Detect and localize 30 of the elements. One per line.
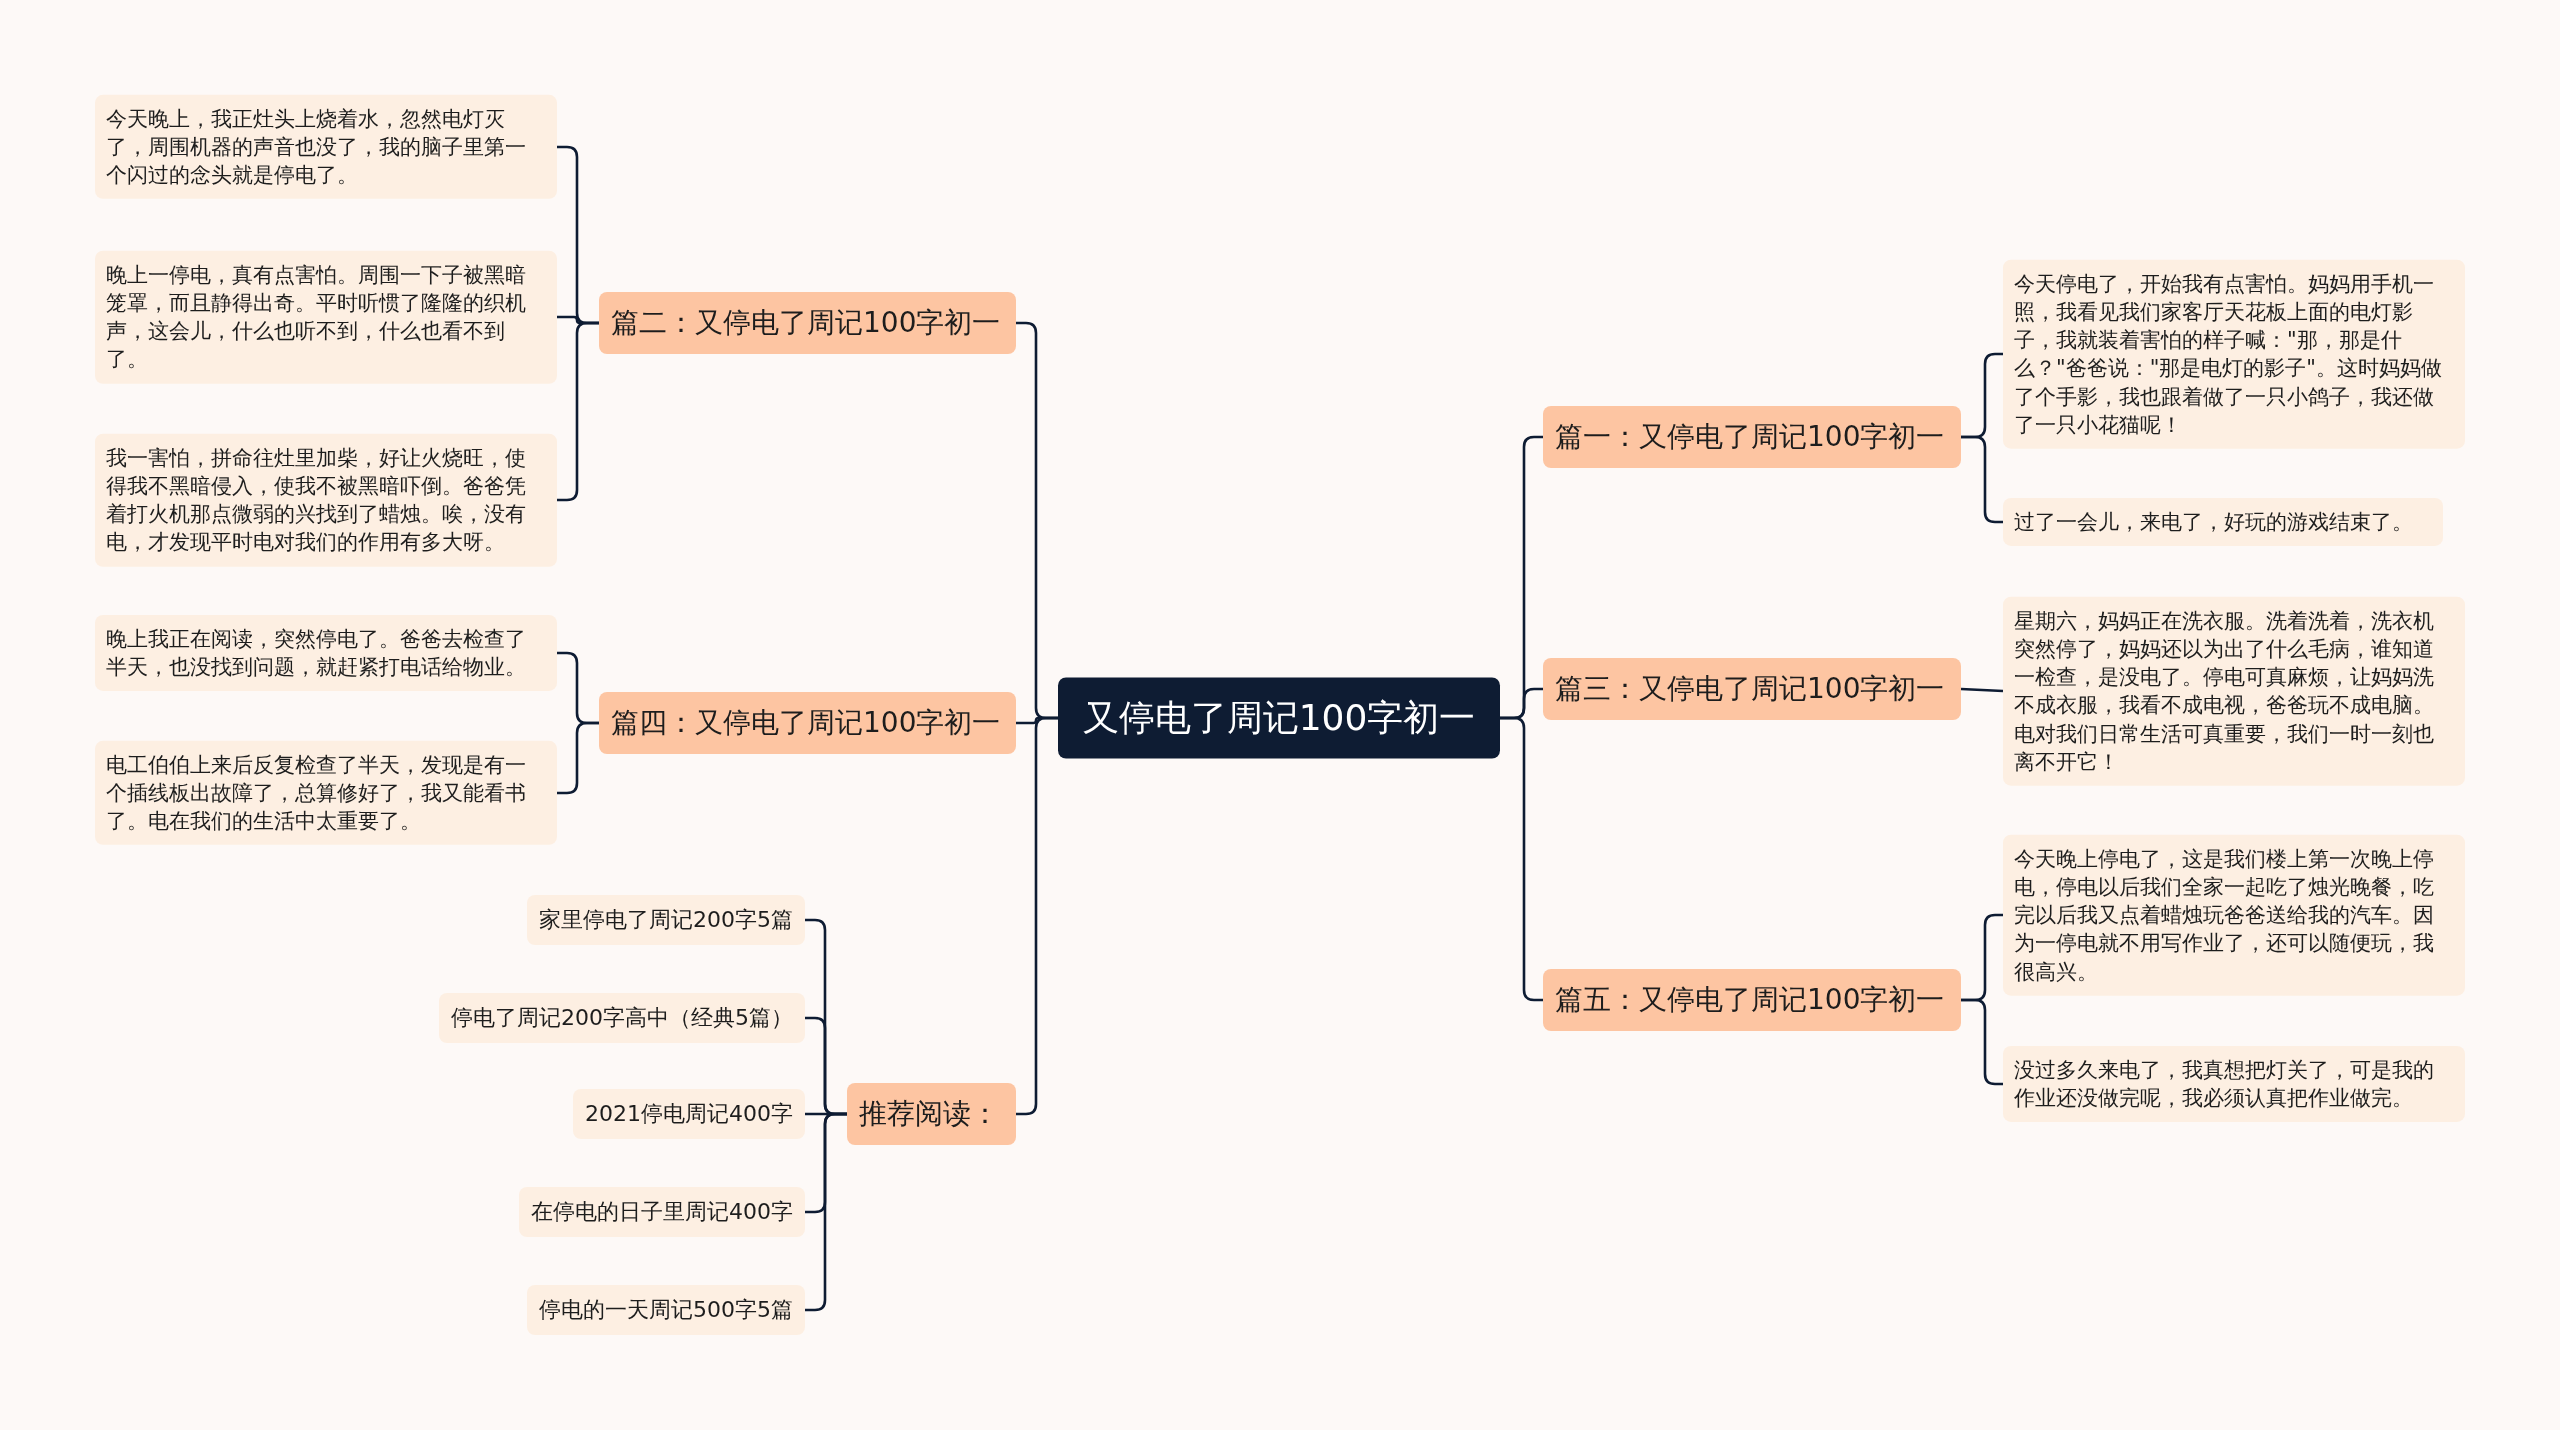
note-card: 电工伯伯上来后反复检查了半天，发现是有一个插线板出故障了，总算修好了，我又能看书了。电在我们的生活中太重要了。	[95, 740, 557, 846]
link-card: 2021停电周记400字	[573, 1089, 805, 1139]
branch-topic: 推荐阅读：	[847, 1083, 1016, 1145]
note-card: 今天停电了，开始我有点害怕。妈妈用手机一照，我看见我们家客厅天花板上面的电灯影子，我就装着害怕的样子喊："那，那是什么？"爸爸说："那是电灯的影子"。这时妈妈做了个手影，我也跟着做了一只小鸽子，我还做了一只小花猫呢！	[2003, 259, 2465, 449]
branch-topic: 篇二：又停电了周记100字初一	[599, 292, 1016, 354]
connector-line	[557, 321, 599, 502]
link-card: 家里停电了周记200字5篇	[527, 895, 805, 945]
branch-topic: 篇一：又停电了周记100字初一	[1543, 406, 1961, 468]
link-card: 在停电的日子里周记400字	[519, 1187, 805, 1237]
link-card: 停电了周记200字高中（经典5篇）	[439, 993, 805, 1043]
connector-line	[557, 721, 599, 795]
connector-line	[1960, 687, 2004, 693]
connector-line	[1500, 716, 1543, 1002]
note-card: 没过多久来电了，我真想把灯关了，可是我的作业还没做完呢，我必须认真把作业做完。	[2003, 1045, 2465, 1123]
link-card: 停电的一天周记500字5篇	[527, 1285, 805, 1335]
branch-topic: 篇五：又停电了周记100字初一	[1543, 969, 1961, 1031]
note-card: 今天晚上，我正灶头上烧着水，忽然电灯灭了，周围机器的声音也没了，我的脑子里第一个闪过的念头就是停电了。	[95, 94, 557, 200]
note-card: 过了一会儿，来电了，好玩的游戏结束了。	[2003, 497, 2443, 547]
central-topic: 又停电了周记100字初一	[1058, 677, 1500, 759]
connector-line	[1016, 716, 1058, 1116]
branch-topic: 篇四：又停电了周记100字初一	[599, 692, 1016, 754]
note-card: 晚上一停电，真有点害怕。周围一下子被黑暗笼罩，而且静得出奇。平时听惯了隆隆的织机声，这会儿，什么也听不到，什么也看不到了。	[95, 250, 557, 384]
note-card: 今天晚上停电了，这是我们楼上第一次晚上停电，停电以后我们全家一起吃了烛光晚餐，吃完以后我又点着蜡烛玩爸爸送给我的汽车。因为一停电就不用写作业了，还可以随便玩，我很高兴。	[2003, 834, 2465, 996]
note-card: 星期六，妈妈正在洗衣服。洗着洗着，洗衣机突然停了，妈妈还以为出了什么毛病，谁知道一检查，是没电了。停电可真麻烦，让妈妈洗不成衣服，我看不成电视，爸爸玩不成电脑。电对我们日常生活可真重要，我们一时一刻也离不开它！	[2003, 596, 2465, 786]
branch-topic: 篇三：又停电了周记100字初一	[1543, 658, 1961, 720]
note-card: 我一害怕，拼命往灶里加柴，好让火烧旺，使得我不黑暗侵入，使我不被黑暗吓倒。爸爸凭着打火机那点微弱的兴找到了蜡烛。唉，没有电，才发现平时电对我们的作用有多大呀。	[95, 433, 557, 567]
connector-line	[805, 1112, 847, 1312]
connector-line	[1961, 998, 2003, 1086]
note-card: 晚上我正在阅读，突然停电了。爸爸去检查了半天，也没找到问题，就赶紧打电话给物业。	[95, 614, 557, 692]
connector-line	[1961, 435, 2003, 524]
